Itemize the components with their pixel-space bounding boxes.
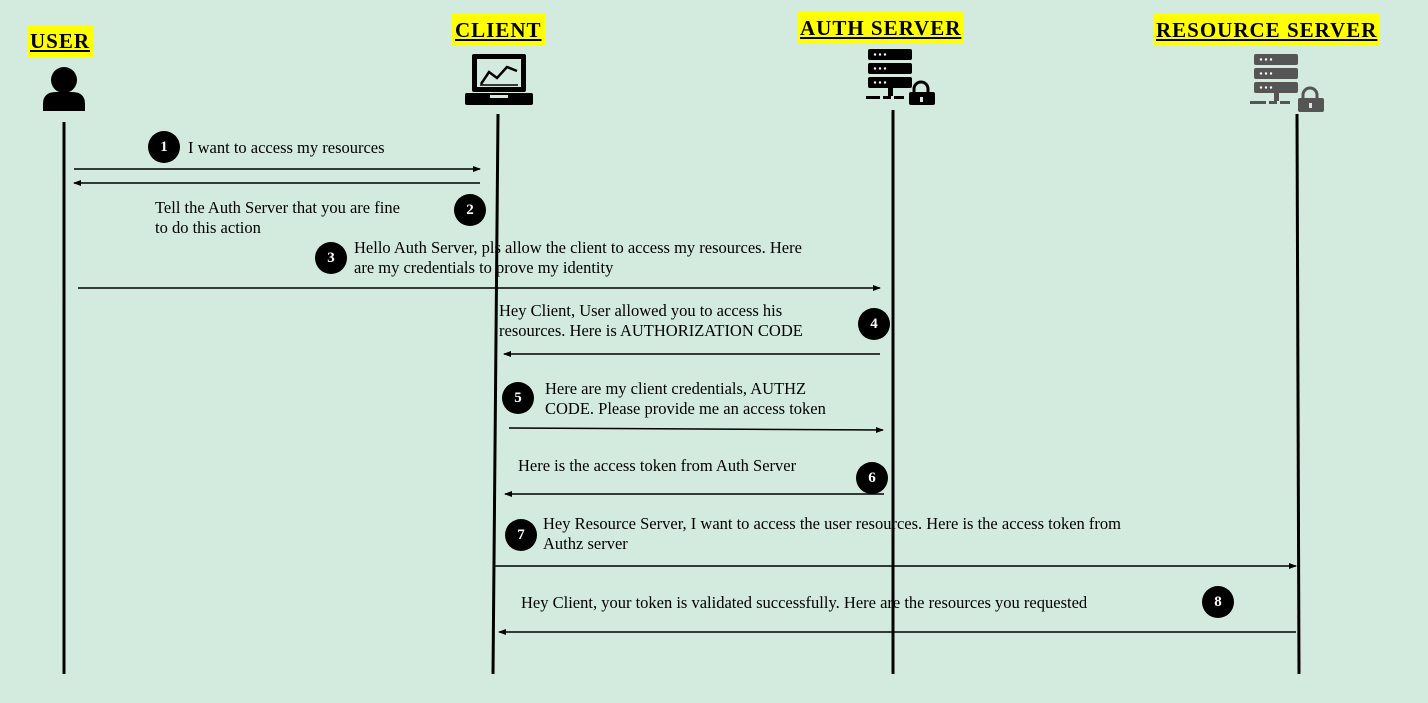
actor-label-user: USER bbox=[27, 25, 94, 57]
step-badge: 4 bbox=[858, 308, 890, 340]
step-badge: 6 bbox=[856, 462, 888, 494]
laptop-chart-icon bbox=[465, 54, 533, 105]
client-lifeline bbox=[491, 113, 500, 675]
resource-server-lifeline bbox=[1295, 113, 1301, 675]
user-icon bbox=[43, 67, 85, 111]
message-text: Hey Client, your token is validated succ… bbox=[521, 593, 1088, 612]
step-badge: 7 bbox=[505, 519, 537, 551]
actor-label-resource-server: RESOURCE SERVER bbox=[1153, 14, 1381, 46]
step-badge: 8 bbox=[1202, 586, 1234, 618]
step-badge: 5 bbox=[502, 382, 534, 414]
actor-label-client: CLIENT bbox=[452, 14, 545, 46]
message-text: Hello Auth Server, pls allow the client … bbox=[354, 238, 802, 277]
step-badge: 2 bbox=[454, 194, 486, 226]
step-badge: 1 bbox=[148, 131, 180, 163]
arrow-message-5 bbox=[508, 426, 884, 433]
message-text: Here is the access token from Auth Serve… bbox=[518, 456, 797, 475]
server-lock-icon bbox=[866, 49, 935, 105]
message-text: I want to access my resources bbox=[188, 138, 385, 157]
server-lock-icon bbox=[1250, 54, 1324, 112]
message-text: Hey Resource Server, I want to access th… bbox=[543, 514, 1121, 553]
actor-label-auth-server: AUTH SERVER bbox=[797, 12, 965, 44]
message-text: Hey Client, User allowed you to access h… bbox=[499, 301, 803, 340]
step-badge: 3 bbox=[315, 242, 347, 274]
